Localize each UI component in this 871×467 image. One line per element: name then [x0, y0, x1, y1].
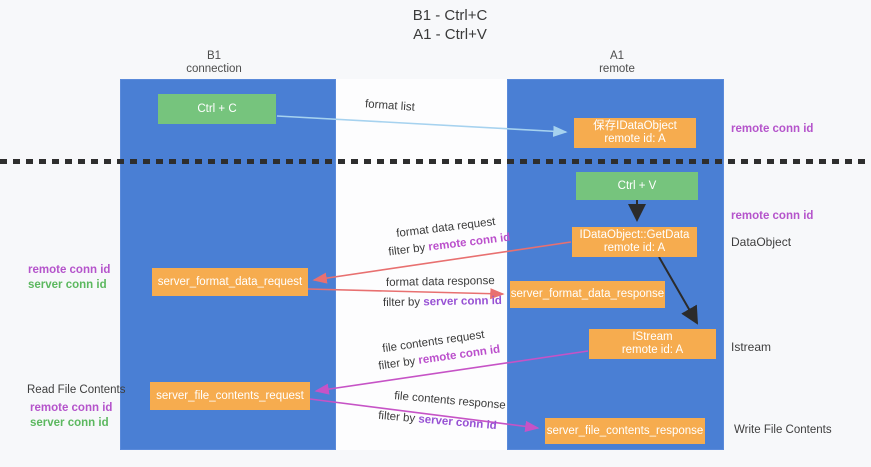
node-server-file-contents-request: server_file_contents_request [150, 382, 310, 410]
annotation-conn-ids-left-1: remote conn id server conn id [28, 263, 110, 293]
annotation-remote-conn-id-mid: remote conn id [731, 210, 814, 222]
annotation-remote-conn-id-top: remote conn id [731, 123, 814, 135]
title-line-2: A1 - Ctrl+V [413, 26, 487, 43]
node-server-format-data-response: server_format_data_response [510, 281, 665, 308]
node-save-idataobject: 保存IDataObject remote id: A [574, 118, 696, 148]
annotation-conn-ids-left-2: remote conn id server conn id [30, 401, 112, 431]
node-server-format-data-request: server_format_data_request [152, 268, 308, 296]
right-column-header: A1 remote [557, 50, 677, 76]
filter-by-text: filter by [382, 296, 424, 310]
node-idataobject-getdata: IDataObject::GetData remote id: A [572, 227, 697, 257]
server-conn-id-text: server conn id [30, 417, 109, 429]
label-format-data-response: format data response [385, 275, 495, 289]
annotation-istream: Istream [731, 340, 772, 354]
node-save-idataobject-line1: 保存IDataObject [593, 120, 677, 132]
node-ctrl-c: Ctrl + C [158, 94, 276, 124]
node-server-file-contents-response-label: server_file_contents_response [546, 424, 704, 437]
right-column-name: A1 [609, 50, 625, 62]
node-istream: IStream remote id: A [589, 329, 716, 359]
diagram-title: B1 - Ctrl+C A1 - Ctrl+V [330, 6, 570, 44]
node-istream-line1: IStream [632, 331, 673, 343]
node-idataobject-getdata-line1: IDataObject::GetData [579, 229, 690, 241]
server-conn-id-text: server conn id [28, 279, 107, 291]
node-idataobject-getdata-line2: remote id: A [603, 242, 666, 254]
node-server-format-data-response-label: server_format_data_response [510, 288, 665, 300]
node-ctrl-v-label: Ctrl + V [617, 179, 657, 192]
node-ctrl-c-label: Ctrl + C [197, 102, 237, 115]
node-ctrl-v: Ctrl + V [576, 172, 698, 200]
left-column-role: connection [186, 63, 242, 75]
right-column-role: remote [599, 63, 635, 75]
node-server-format-data-request-label: server_format_data_request [157, 275, 303, 288]
annotation-write-file-contents: Write File Contents [734, 424, 832, 436]
node-save-idataobject-line2: remote id: A [604, 133, 666, 145]
title-line-1: B1 - Ctrl+C [412, 7, 488, 24]
left-column-header: B1 connection [154, 50, 274, 76]
remote-conn-id-text: remote conn id [28, 264, 111, 276]
node-server-file-contents-response: server_file_contents_response [545, 418, 705, 444]
server-conn-id-text: server conn id [423, 294, 502, 309]
remote-conn-id-text: remote conn id [30, 402, 113, 414]
annotation-dataobject: DataObject [731, 235, 792, 249]
annotation-read-file-contents: Read File Contents [27, 384, 126, 396]
left-column-name: B1 [206, 50, 222, 62]
node-istream-line2: remote id: A [621, 344, 684, 356]
label-filter-by-server-1: filter by server conn id [383, 295, 502, 309]
phase-separator-dashed-line [0, 159, 871, 164]
node-server-file-contents-request-label: server_file_contents_request [156, 389, 304, 402]
